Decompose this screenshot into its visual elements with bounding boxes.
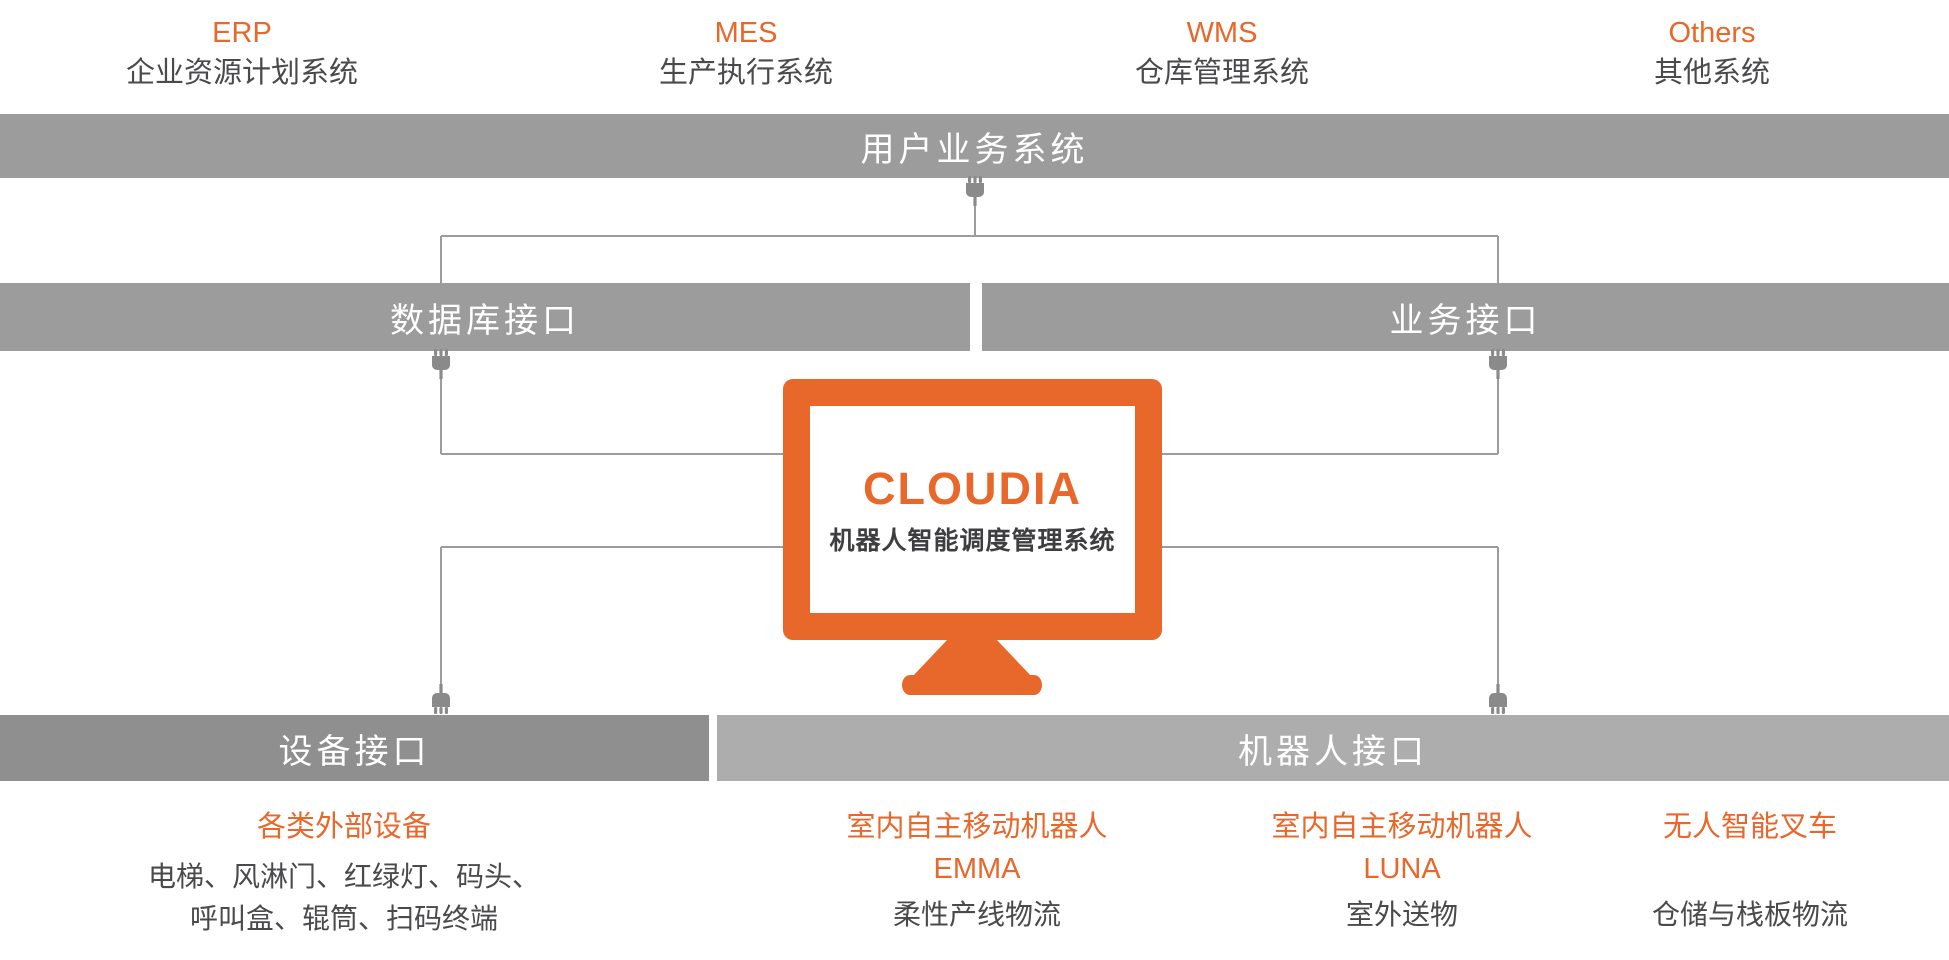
cloudia-subtitle: 机器人智能调度管理系统 — [829, 526, 1116, 555]
emma-robot-column: 室内自主移动机器人 EMMA 柔性产线物流 — [777, 806, 1177, 936]
monitor-stand-base — [902, 675, 1042, 695]
external-devices-column: 各类外部设备 电梯、风淋门、红绿灯、码头、 呼叫盒、辊筒、扫码终端 — [34, 806, 654, 940]
system-column-mes: MES 生产执行系统 — [596, 14, 896, 94]
robot-model-name: LUNA — [1363, 853, 1441, 885]
system-name: 生产执行系统 — [658, 57, 833, 89]
plug-icon — [1489, 684, 1507, 714]
database-interface-bar: 数据库接口 — [0, 283, 970, 351]
robot-model-name: EMMA — [933, 853, 1021, 885]
column-title: 无人智能叉车 — [1662, 811, 1837, 843]
column-title: 室内自主移动机器人 — [846, 811, 1108, 843]
robot-interface-label: 机器人接口 — [1238, 732, 1428, 771]
system-column-others: Others 其他系统 — [1562, 14, 1862, 94]
plug-icon — [966, 176, 984, 206]
column-description: 柔性产线物流 — [892, 899, 1061, 930]
system-name: 其他系统 — [1653, 57, 1770, 89]
user-business-bar: 用户业务系统 — [0, 114, 1949, 178]
robot-interface-bar: 机器人接口 — [717, 715, 1949, 781]
column-title: 室内自主移动机器人 — [1271, 811, 1533, 843]
system-name: 仓库管理系统 — [1134, 57, 1309, 89]
plug-icon — [1489, 349, 1507, 379]
business-interface-bar: 业务接口 — [982, 283, 1949, 351]
cloudia-monitor: CLOUDIA 机器人智能调度管理系统 — [783, 379, 1162, 640]
forklift-column: 无人智能叉车 仓储与栈板物流 — [1570, 806, 1930, 936]
system-column-erp: ERP 企业资源计划系统 — [92, 14, 392, 94]
plug-icon — [432, 684, 450, 714]
column-description: 仓储与栈板物流 — [1651, 899, 1848, 930]
column-line: 电梯、风淋门、红绿灯、码头、 — [147, 861, 540, 892]
cloudia-brand: CLOUDIA — [863, 462, 1082, 514]
monitor-screen: CLOUDIA 机器人智能调度管理系统 — [810, 406, 1135, 613]
user-business-bar-label: 用户业务系统 — [860, 130, 1089, 169]
column-description: 室外送物 — [1345, 899, 1458, 930]
luna-robot-column: 室内自主移动机器人 LUNA 室外送物 — [1202, 806, 1602, 936]
system-name: 企业资源计划系统 — [125, 57, 358, 89]
system-abbr: ERP — [212, 17, 272, 49]
database-interface-label: 数据库接口 — [390, 301, 580, 340]
system-abbr: WMS — [1186, 17, 1258, 49]
device-interface-label: 设备接口 — [278, 732, 431, 771]
system-abbr: Others — [1668, 17, 1756, 49]
column-line: 呼叫盒、辊筒、扫码终端 — [189, 903, 498, 934]
business-interface-label: 业务接口 — [1389, 301, 1542, 340]
system-abbr: MES — [714, 17, 778, 49]
device-interface-bar: 设备接口 — [0, 715, 709, 781]
column-title: 各类外部设备 — [256, 811, 431, 843]
system-column-wms: WMS 仓库管理系统 — [1072, 14, 1372, 94]
plug-icon — [432, 349, 450, 379]
